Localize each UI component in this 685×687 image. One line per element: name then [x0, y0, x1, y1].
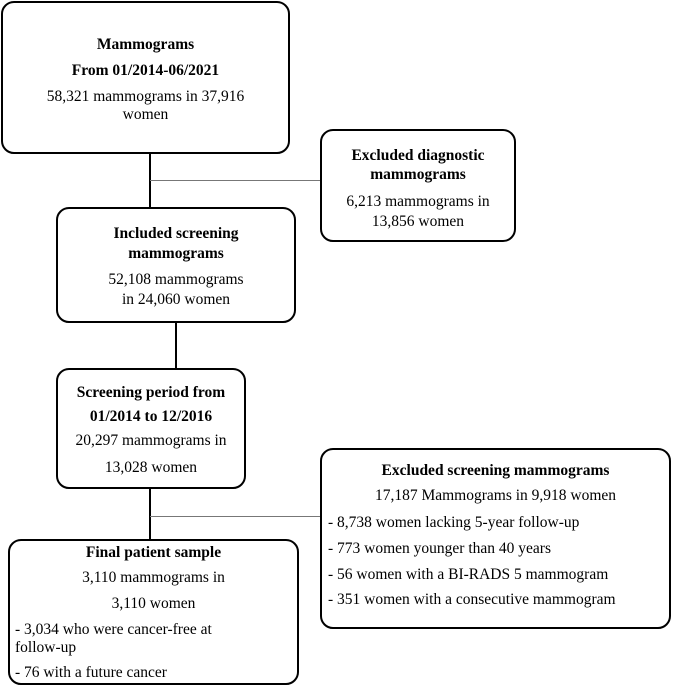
box-final-sample: Final patient sample 3,110 mammograms in…	[8, 539, 299, 685]
box-final-sample-title: Final patient sample	[85, 544, 222, 561]
box-screening-period-count-line2: 13,028 women	[104, 459, 198, 476]
box-mammograms-count-line2: women	[122, 106, 169, 123]
box-excluded-screening: Excluded screening mammograms 17,187 Mam…	[320, 448, 671, 629]
box-mammograms: Mammograms From 01/2014-06/2021 58,321 m…	[1, 1, 290, 154]
final-sample-item: - 3,034 who were cancer-free at	[15, 621, 212, 638]
box-screening-period: Screening period from 01/2014 to 12/2016…	[56, 368, 246, 489]
box-included-screening: Included screening mammograms 52,108 mam…	[56, 207, 296, 323]
box-mammograms-title-line2: From 01/2014-06/2021	[71, 62, 220, 79]
box-excluded-screening-count: 17,187 Mammograms in 9,918 women	[374, 487, 617, 504]
box-final-sample-count-line2: 3,110 women	[111, 595, 196, 612]
box-excluded-screening-title: Excluded screening mammograms	[381, 462, 610, 479]
connector-3-4	[149, 487, 151, 541]
branch-to-excluded-screening	[150, 516, 321, 517]
box-excluded-diagnostic: Excluded diagnostic mammograms 6,213 mam…	[320, 129, 516, 242]
box-included-screening-title-line1: Included screening	[113, 225, 239, 242]
box-included-screening-title-line2: mammograms	[128, 245, 224, 262]
box-excluded-diagnostic-title-line1: Excluded diagnostic	[351, 147, 485, 164]
box-screening-period-count-line1: 20,297 mammograms in	[75, 432, 227, 449]
box-screening-period-title-line1: Screening period from	[76, 384, 226, 401]
connector-2-3	[175, 322, 177, 369]
box-excluded-diagnostic-count-line1: 6,213 mammograms in	[346, 193, 490, 210]
excluded-screening-item: - 351 women with a consecutive mammogram	[328, 591, 616, 608]
excluded-screening-item: - 773 women younger than 40 years	[328, 540, 551, 557]
branch-to-excluded-diagnostic	[150, 180, 322, 181]
box-mammograms-title-line1: Mammograms	[96, 36, 195, 53]
box-final-sample-count-line1: 3,110 mammograms in	[82, 569, 225, 586]
box-excluded-diagnostic-title-line2: mammograms	[370, 166, 466, 183]
box-included-screening-count-line1: 52,108 mammograms	[108, 271, 244, 288]
box-screening-period-title-line2: 01/2014 to 12/2016	[89, 408, 213, 425]
final-sample-item: follow-up	[15, 639, 77, 656]
box-excluded-diagnostic-count-line2: 13,856 women	[371, 213, 465, 230]
box-included-screening-count-line2: in 24,060 women	[121, 291, 231, 308]
excluded-screening-item: - 56 women with a BI-RADS 5 mammogram	[328, 566, 609, 583]
excluded-screening-item: - 8,738 women lacking 5-year follow-up	[328, 514, 580, 531]
final-sample-item: - 76 with a future cancer	[15, 664, 167, 681]
box-mammograms-count-line1: 58,321 mammograms in 37,916	[46, 88, 245, 105]
